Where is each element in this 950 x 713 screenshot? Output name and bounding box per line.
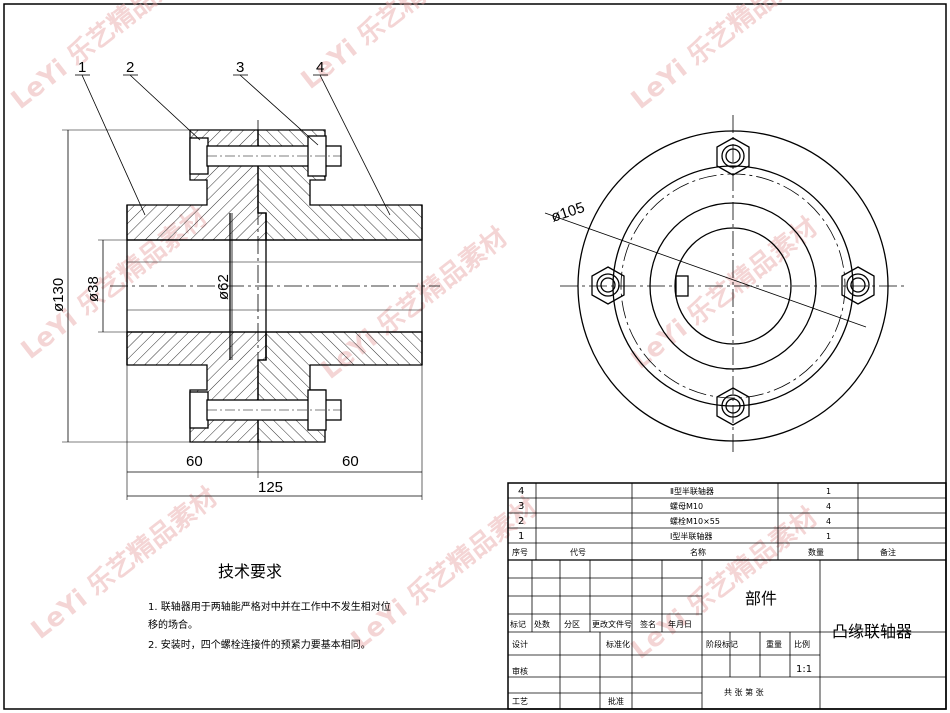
bom-row-no: 2 [518,516,524,527]
bom-row-qty: 4 [826,502,831,511]
outer-rim [577,130,889,442]
label-sheets: 共 张 第 张 [724,687,764,697]
bom-row-qty: 1 [826,532,831,541]
bolt-head-left [591,266,625,305]
label-count: 处数 [534,619,550,629]
label-craft: 工艺 [512,697,528,706]
dim-right-length: 60 [342,453,359,470]
balloon-3: 3 [236,59,244,76]
sheet-border [3,3,947,710]
label-design: 设计 [512,639,528,649]
bore-circle [674,227,792,345]
label-mark: 标记 [510,619,526,629]
flange-step [612,165,854,407]
bom-header-code: 代号 [570,547,586,557]
bom-header-remark: 备注 [880,547,896,557]
end-view [544,115,905,455]
label-stage: 阶段标记 [706,639,738,649]
bom-header-qty: 数量 [808,547,824,557]
dim-d130: ø130 [50,278,67,312]
label-change-no: 更改文件号 [592,619,632,629]
hub-circle [649,202,817,370]
bom-row-name: Ⅰ型半联轴器 [670,531,712,541]
title-block-grid [507,482,947,710]
bom-row-name: 螺栓M10×55 [670,516,720,526]
label-standard: 标准化 [606,639,630,649]
assembly-label: 部件 [745,589,777,608]
bom-row-qty: 1 [826,487,831,496]
tech-req-line-2: 2. 安装时，四个螺栓连接件的预紧力要基本相同。 [148,638,371,651]
upper-bolt [189,135,342,177]
label-review: 审核 [512,666,528,676]
part-name: 凸缘联轴器 [832,622,912,641]
right-hub-lower [257,331,423,443]
label-approve: 批准 [608,696,624,706]
watermark-text: LeYi 乐艺精品素材 [6,0,203,116]
section-view [62,74,440,500]
bom-row-no: 3 [518,501,524,512]
balloon-2: 2 [126,59,134,76]
bolt-head-right [841,266,875,305]
bolt-head-top [716,137,750,176]
dim-left-length: 60 [186,453,203,470]
keyway [675,275,689,297]
tech-requirements: 技术要求 1. 联轴器用于两轴能严格对中并在工作中不发生相对位 移的场合。 2.… [148,562,391,651]
bom-row-name: 螺母M10 [670,501,703,511]
label-weight: 重量 [766,639,782,649]
label-ratio: 比例 [794,639,810,649]
balloon-4: 4 [316,59,324,76]
bom-row-qty: 4 [826,517,831,526]
watermark-text: LeYi 乐艺精品素材 [296,0,493,96]
label-sign: 签名 [640,619,656,629]
bom-header-no: 序号 [512,547,528,557]
bom-text: 4 Ⅱ型半联轴器 1 3 螺母M10 4 2 螺栓M10×55 4 1 Ⅰ型半联… [512,486,896,557]
label-zone: 分区 [564,620,580,629]
bom-row-name: Ⅱ型半联轴器 [670,486,714,496]
label-date: 年月日 [668,619,692,629]
dim-d38: ø38 [85,276,102,302]
balloon-1: 1 [78,59,86,76]
tech-req-title: 技术要求 [218,562,282,581]
bolt-head-bottom [716,387,750,426]
bom-row-no: 1 [518,531,524,542]
tech-req-line-1: 1. 联轴器用于两轴能严格对中并在工作中不发生相对位 [148,600,391,613]
bom-header-name: 名称 [690,547,706,557]
bom-row-no: 4 [518,486,524,497]
title-block-text: 部件 凸缘联轴器 1:1 标记 处数 分区 更改文件号 签名 年月日 设计 标准… [510,589,912,706]
section-labels: 1 2 3 4 ø130 ø38 ø62 60 60 125 [50,59,359,496]
watermark-text: LeYi 乐艺精品素材 [626,0,823,116]
dim-d105: ø105 [549,199,587,226]
watermark-text: LeYi 乐艺精品素材 [626,212,823,375]
dim-d62: ø62 [215,274,232,300]
bolt-circle [620,173,846,399]
dim-total-length: 125 [258,479,283,496]
tech-req-line-1b: 移的场合。 [148,618,198,631]
watermark-text: LeYi 乐艺精品素材 [346,492,543,655]
scale-value: 1:1 [796,664,812,675]
lower-bolt [189,389,342,431]
